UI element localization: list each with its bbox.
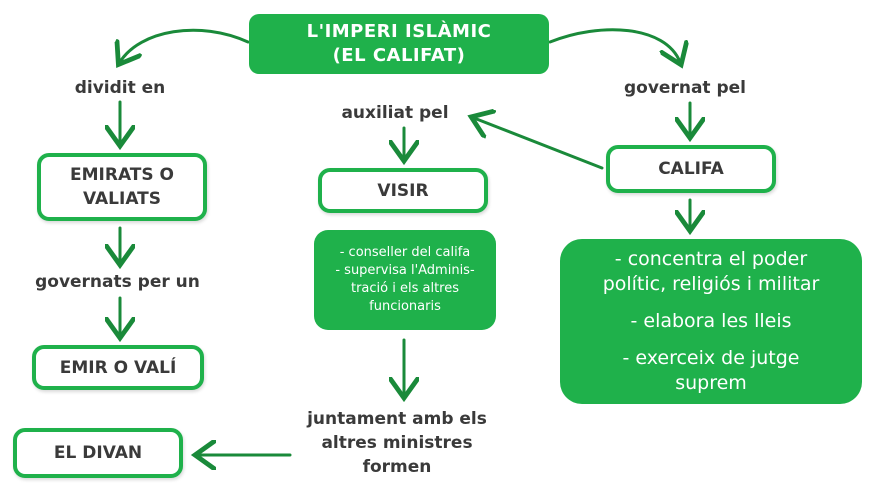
arrow-title-to-dividit xyxy=(120,28,250,62)
visir-desc-line: - supervisa l'Adminis- xyxy=(335,263,475,278)
together-line-3: formen xyxy=(362,457,432,477)
label-governed-by-califa: governat pel xyxy=(624,78,746,98)
together-line-1: juntament amb els xyxy=(307,409,487,429)
arrow-califa-to-auxiliat xyxy=(474,118,604,170)
califa-desc-line: - concentra el poder xyxy=(614,248,808,270)
together-line-2: altres ministres xyxy=(321,433,473,453)
califa-desc-line: - exerceix de jutge xyxy=(622,347,800,369)
califa-desc-line: polític, religiós i militar xyxy=(602,273,820,295)
emirats-line-1: EMIRATS O xyxy=(70,165,174,185)
califa-description: - concentra el poder polític, religiós i… xyxy=(560,239,862,404)
label-divided-into: dividit en xyxy=(74,78,166,98)
emirats-node: EMIRATS O VALIATS xyxy=(37,153,207,221)
title-line-1: L'IMPERI ISLÀMIC xyxy=(306,21,492,42)
visir-desc-line: tració i els altres xyxy=(350,281,460,296)
visir-desc-line: funcionaris xyxy=(369,299,441,314)
califa-desc-line: suprem xyxy=(675,372,747,394)
califa-desc-line: - elabora les lleis xyxy=(630,310,792,332)
title-line-2: (EL CALIFAT) xyxy=(332,45,466,66)
divan-node: EL DIVAN xyxy=(13,428,183,478)
visir-description: - conseller del califa - supervisa l'Adm… xyxy=(314,230,496,330)
visir-desc-line: - conseller del califa xyxy=(339,245,471,260)
emirats-line-2: VALIATS xyxy=(83,189,161,209)
title-node: L'IMPERI ISLÀMIC (EL CALIFAT) xyxy=(249,14,549,74)
emir-node: EMIR O VALÍ xyxy=(32,345,204,390)
arrow-title-to-governat xyxy=(548,28,680,62)
visir-node: VISIR xyxy=(318,168,488,213)
califa-node: CALIFA xyxy=(606,145,776,193)
label-together-with: juntament amb els altres ministres forme… xyxy=(282,407,512,479)
label-governed-by: governats per un xyxy=(35,272,200,292)
label-assisted-by: auxiliat pel xyxy=(341,103,449,123)
